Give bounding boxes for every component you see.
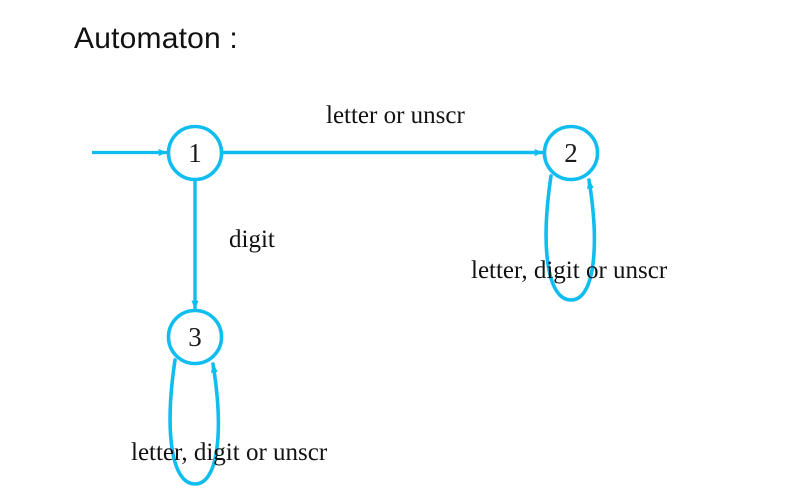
state-label-3: 3 — [188, 322, 202, 352]
state-node-1[interactable]: 1 — [166, 124, 224, 182]
loop-label-state-3: letter, digit or unscr — [131, 439, 328, 466]
state-node-3[interactable]: 3 — [166, 308, 224, 366]
state-label-2: 2 — [564, 138, 578, 168]
self-loop-state-2 — [544, 174, 597, 302]
page-title: Automaton : — [74, 22, 238, 55]
state-label-1: 1 — [188, 138, 202, 168]
state-circle-1 — [166, 124, 224, 182]
state-circle-3 — [166, 308, 224, 366]
self-loop-state-3 — [168, 358, 221, 486]
state-node-2[interactable]: 2 — [542, 124, 600, 182]
state-circle-2 — [542, 124, 600, 182]
edge-label-1-to-2: letter or unscr — [326, 102, 465, 129]
loop-label-state-2: letter, digit or unscr — [471, 257, 668, 284]
edge-label-1-to-3: digit — [229, 226, 275, 253]
